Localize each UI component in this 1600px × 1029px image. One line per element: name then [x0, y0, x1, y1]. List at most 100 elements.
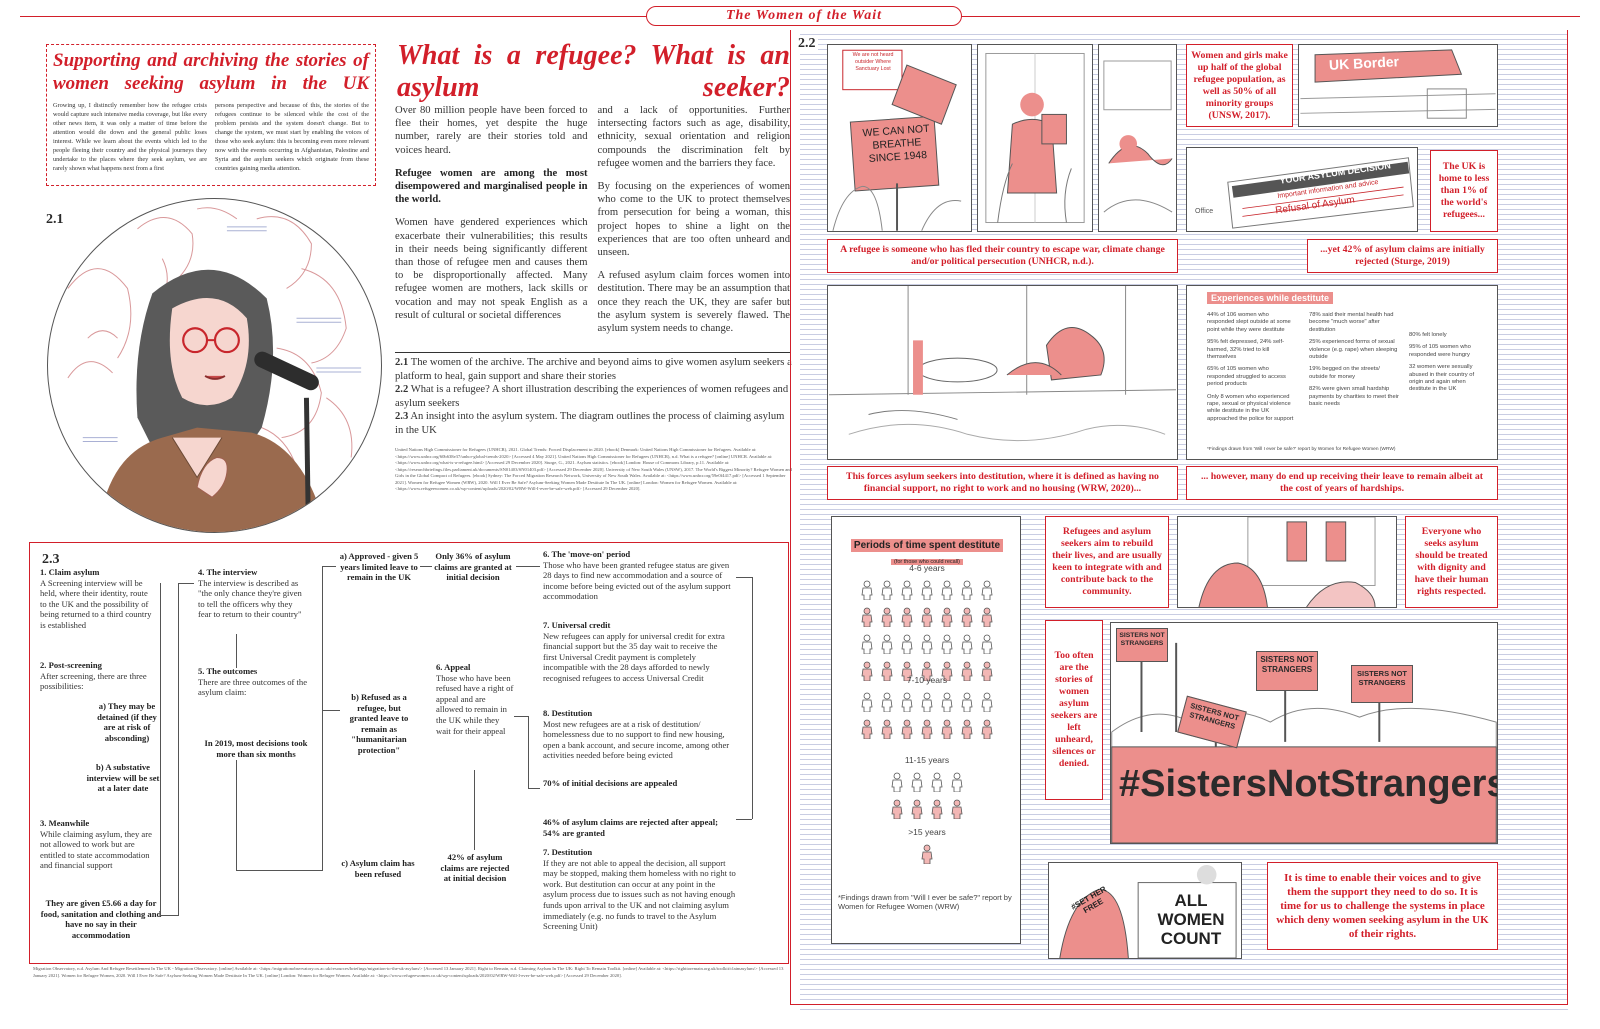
flow-step-5b: In 2019, most decisions took more than s…	[195, 738, 317, 759]
person-icon	[901, 607, 913, 627]
person-icon	[931, 799, 943, 819]
flow-step-4-title: 4. The interview	[198, 567, 258, 577]
caption-refugee-definition: A refugee is someone who has fled their …	[827, 239, 1178, 273]
protest-sketch	[832, 49, 962, 231]
person-icon	[941, 661, 953, 681]
panel-uk-border: UK Border	[1298, 44, 1498, 127]
person-icon	[861, 719, 873, 739]
flow-destitution-2-title: 7. Destitution	[543, 847, 593, 857]
caption-42-rejected: ...yet 42% of asylum claims are initiall…	[1307, 239, 1498, 273]
flow-step-3-text: While claiming asylum, they are not allo…	[40, 828, 152, 871]
refugee-col-1: Over 80 million people have been forced …	[395, 104, 588, 348]
sign-breathe: WE CAN NOT BREATHE SINCE 1948	[862, 122, 930, 165]
flow-stat-42: 42% of asylum claims are rejected at ini…	[436, 852, 514, 884]
person-icon	[921, 634, 933, 654]
destitute-note: *Findings drawn from 'Will I ever be saf…	[1207, 447, 1396, 452]
person-icon	[961, 692, 973, 712]
period-label-1: 4-6 years	[909, 563, 945, 573]
figure-captions: 2.1 The women of the archive. The archiv…	[395, 356, 795, 438]
panel-crowd	[1098, 44, 1177, 232]
caption-leave-to-remain: ... however, many do end up receiving th…	[1186, 466, 1498, 500]
intro-columns: Growing up, I distinctly remember how th…	[53, 101, 369, 173]
person-icon	[941, 634, 953, 654]
destitute-item: 19% begged on the streets/ outside for m…	[1309, 366, 1380, 380]
flow-destitution: 8. Destitution Most new refugees are at …	[543, 708, 738, 761]
refugee-p3: Women have gendered experiences which ex…	[395, 217, 588, 321]
periods-title: Periods of time spent destitute	[850, 539, 1004, 552]
person-icon	[901, 580, 913, 600]
caption-num-23: 2.3	[395, 411, 409, 423]
panel-journey	[977, 44, 1093, 232]
intro-col-2: persons perspective and because of this,…	[215, 102, 369, 172]
period-label-4: >15 years	[908, 827, 946, 837]
rebuild-box: Refugees and asylum seekers aim to rebui…	[1045, 516, 1169, 608]
caption-destitution: This forces asylum seekers into destitut…	[827, 466, 1178, 500]
flow-outcome-a-text: a) Approved - given 5 years limited leav…	[339, 551, 419, 583]
person-icon	[981, 634, 993, 654]
person-icon	[881, 661, 893, 681]
sign-sisters-1: SISTERS NOT STRANGERS	[1116, 628, 1168, 662]
flow-step-2a: a) They may be detained (if they are at …	[92, 701, 162, 743]
flow-step-1: 1. Claim asylum A Screening interview wi…	[40, 567, 155, 631]
person-icon	[861, 607, 873, 627]
destitute-title: Experiences while destitute	[1207, 292, 1334, 304]
person-icon	[891, 772, 903, 792]
period-label-2: 7-10 years	[906, 675, 948, 685]
person-icon	[961, 661, 973, 681]
connector-4-5	[236, 634, 237, 668]
flow-universal-credit-text: New refugees can apply for universal cre…	[543, 630, 725, 683]
destitute-item: 95% felt depressed, 24% self-harmed, 32%…	[1207, 339, 1285, 361]
person-icon	[861, 661, 873, 681]
intro-col-1: Growing up, I distinctly remember how th…	[53, 102, 207, 172]
period-figures-1	[842, 579, 1012, 687]
panel-protest: We are not heard outsider Where Sanctuar…	[827, 44, 972, 232]
period-label-3: 11-15 years	[904, 755, 950, 765]
sign-sisters-3: SISTERS NOT STRANGERS	[1351, 665, 1413, 703]
flow-move-on-title: 6. The 'move-on' period	[543, 549, 631, 559]
flow-destitution-title: 8. Destitution	[543, 708, 593, 718]
person-icon	[981, 692, 993, 712]
caption-num-21: 2.1	[395, 357, 409, 368]
crowd-sketch	[1103, 60, 1173, 213]
flow-step-5-text: There are three outcomes of the asylum c…	[198, 676, 308, 698]
letter-office: Office	[1195, 208, 1214, 215]
dignity-box: Everyone who seeks asylum should be trea…	[1405, 516, 1498, 608]
flow-stat-36-text: Only 36% of asylum claims are granted at…	[434, 551, 512, 583]
flow-step-3-title: 3. Meanwhile	[40, 818, 90, 828]
connector-to-b	[322, 710, 340, 711]
flow-stat-46-text: 46% of asylum claims are rejected after …	[543, 817, 718, 838]
refugee-p2: Refugee women are among the most disempo…	[395, 167, 588, 206]
person-icon	[931, 772, 943, 792]
connector-left-2	[178, 583, 179, 916]
person-icon	[881, 607, 893, 627]
person-icon	[911, 772, 923, 792]
person-icon	[951, 772, 963, 792]
flow-step-2a-text: a) They may be detained (if they are at …	[97, 701, 157, 743]
connector-appeal-right	[514, 716, 528, 717]
refugee-p5: By focusing on the experiences of women …	[597, 181, 791, 259]
periods-title-wrap: Periods of time spent destitute	[842, 535, 1012, 553]
destitute-item: 82% were given small hardship payments b…	[1309, 386, 1399, 408]
person-icon	[861, 580, 873, 600]
flow-universal-credit: 7. Universal credit New refugees can app…	[543, 620, 733, 684]
sleeping-sketch	[828, 286, 1177, 442]
flow-step-5-title: 5. The outcomes	[198, 666, 258, 676]
period-figures-4	[842, 843, 1012, 870]
refugee-p1: Over 80 million people have been forced …	[395, 105, 588, 156]
connector-outcomes	[322, 566, 323, 871]
flow-outcome-c-text: c) Asylum claim has been refused	[341, 858, 415, 879]
destitute-item: 65% of 105 women who responded struggled…	[1207, 366, 1286, 388]
person-icon	[941, 719, 953, 739]
asylum-process-diagram	[29, 542, 789, 964]
person-icon	[951, 799, 963, 819]
panel-asylum-letter: YOUR ASYLUM DECISION Important informati…	[1186, 147, 1418, 232]
connector-left	[160, 583, 161, 915]
stat-uk-box: The UK is home to less than 1% of the wo…	[1430, 150, 1498, 232]
connector-return	[752, 577, 753, 819]
person-icon	[981, 661, 993, 681]
sign-small: We are not heard outsider Where Sanctuar…	[852, 52, 894, 72]
sign-sisters-2: SISTERS NOT STRANGERS	[1256, 651, 1318, 691]
flow-step-2b: b) A substative interview will be set at…	[84, 762, 162, 794]
flow-destitution-text: Most new refugees are at a risk of desti…	[543, 718, 730, 761]
person-icon	[861, 634, 873, 654]
